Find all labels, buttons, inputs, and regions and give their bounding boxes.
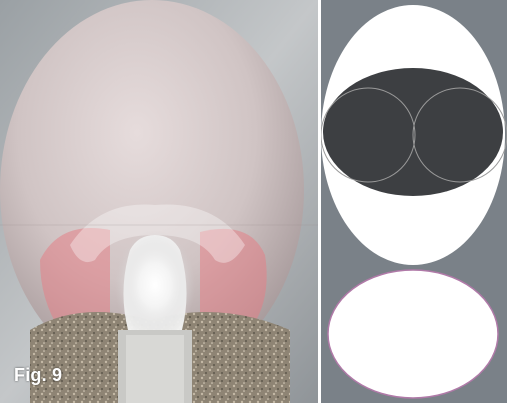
lower-ellipse: [328, 270, 498, 398]
geometry-diagram-panel: [321, 0, 507, 403]
egg-photo: [0, 0, 318, 403]
egg-photo-panel: Fig. 9: [0, 0, 318, 403]
geometry-diagram: [321, 0, 507, 403]
figure-label: Fig. 9: [14, 365, 62, 386]
bulb-glow: [115, 230, 195, 340]
